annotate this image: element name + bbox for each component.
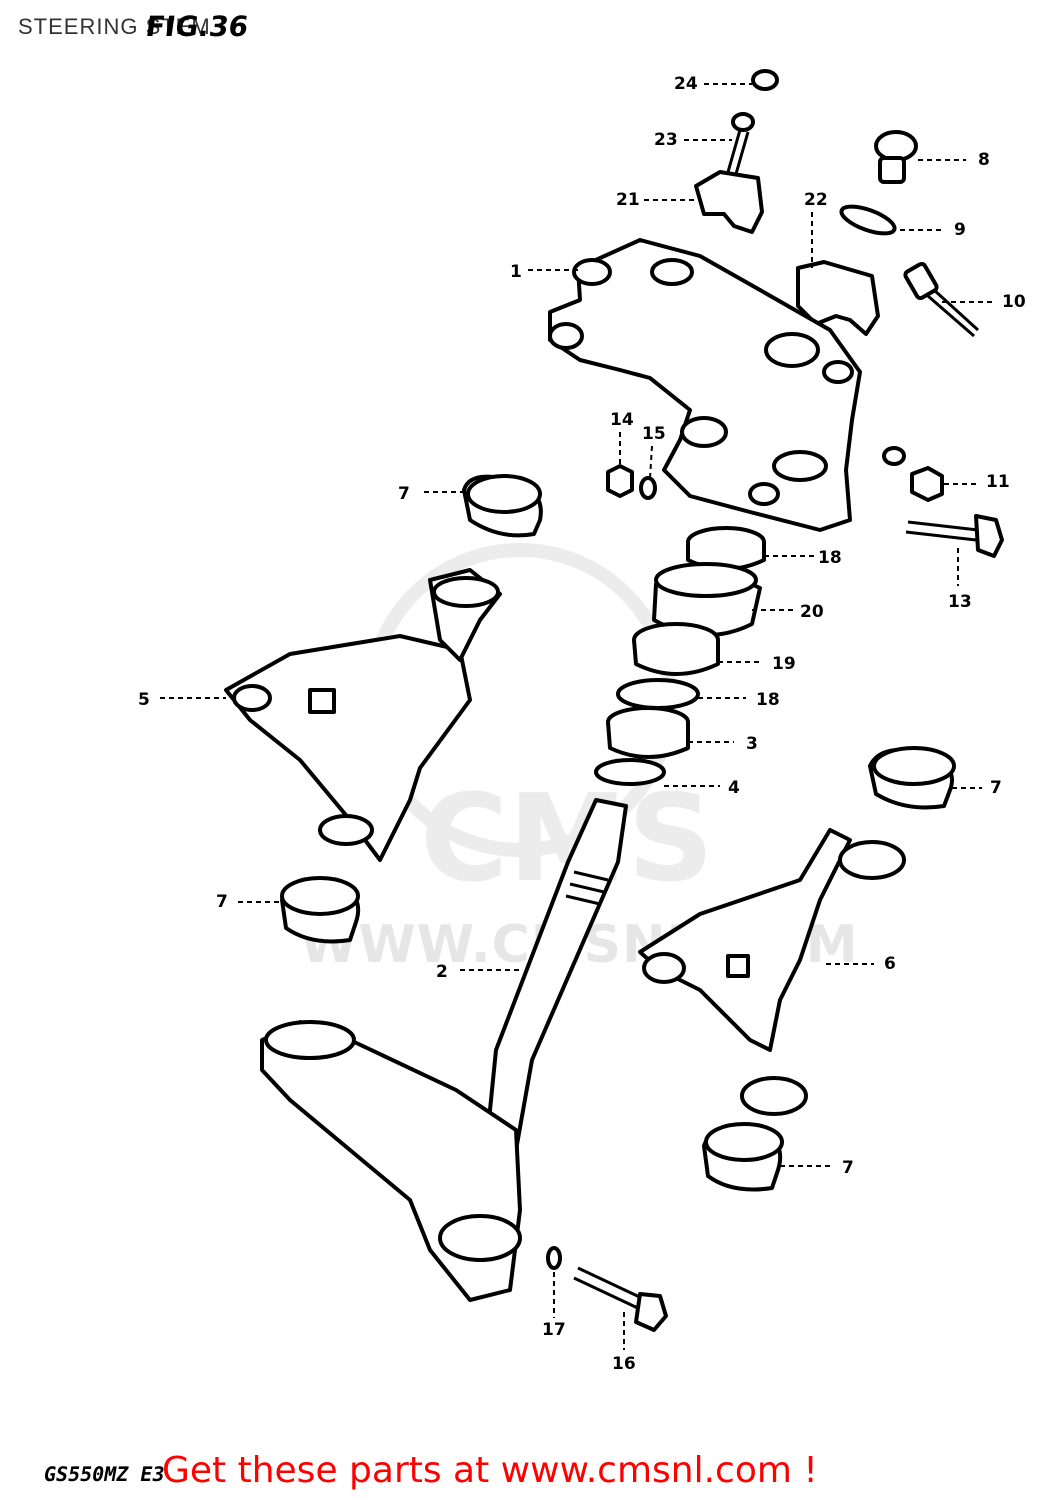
part-18-handlebar-holder-upper [694,170,764,234]
callout-7-bottom-left[interactable]: 7 [216,892,228,912]
callout-13[interactable]: 13 [948,592,972,612]
callout-2[interactable]: 2 [436,962,448,982]
callout-5[interactable]: 5 [138,690,150,710]
callout-24[interactable]: 20 [800,602,824,622]
callout-10[interactable]: 10 [1002,292,1026,312]
part-12-washer [882,446,906,466]
callout-7-right[interactable]: 7 [990,778,1002,798]
part-7-grommet-top-left [462,474,543,538]
callout-7-bottom-right[interactable]: 7 [842,1158,854,1178]
part-14-nut [606,464,634,498]
part-1-steering-stem-upper-bracket [548,238,862,532]
part-16-bolt [573,1266,668,1332]
part-17-washer [546,1246,562,1270]
model-code: GS550MZ E3 [41,1462,167,1486]
callout-18-lower[interactable]: 22 [804,190,828,210]
figure-number: FIG.36 [143,10,251,43]
callout-15[interactable]: 15 [642,424,666,444]
part-13-pinch-bolt [905,514,1004,558]
part-5-headlight-bracket-left [224,568,502,862]
part-11-nut [910,466,944,502]
part-9-washer [839,204,897,236]
leader-lines [160,83,994,1350]
callout-16[interactable]: 16 [612,1354,636,1374]
callout-21[interactable]: 18 [818,548,842,568]
part-4-race [594,758,666,786]
callout-23[interactable]: 19 [772,654,796,674]
callout-11[interactable]: 11 [986,472,1010,492]
part-7-grommet-bottom-left [280,876,361,944]
callout-4[interactable]: 4 [728,778,740,798]
part-7-grommet-bottom-right [702,1122,784,1192]
callout-7-top-left[interactable]: 7 [398,484,410,504]
callout-3[interactable]: 3 [746,734,758,754]
callout-19[interactable]: 23 [654,130,678,150]
part-23-bearing-race [632,622,720,676]
part-2-steering-stem [260,798,628,1302]
page-title: STEERING STEM [18,14,211,39]
part-6-headlight-bracket-right [638,828,906,1116]
callout-18-upper[interactable]: 21 [616,190,640,210]
part-3-bearing [606,706,690,759]
callout-9[interactable]: 9 [954,220,966,240]
part-8-cap-bolt [874,130,918,184]
part-10-bolt [903,261,980,338]
promo-link[interactable]: Get these parts at www.cmsnl.com ! [162,1450,818,1491]
part-19-bolt [726,112,755,175]
part-7-grommet-right [868,746,956,810]
part-24-cover [652,562,762,638]
callout-1[interactable]: 1 [510,262,522,282]
callout-6[interactable]: 6 [884,954,896,974]
callout-8[interactable]: 8 [978,150,990,170]
callout-14[interactable]: 14 [610,410,634,430]
part-20-plug [751,69,779,91]
callout-22[interactable]: 18 [756,690,780,710]
callout-20[interactable]: 24 [674,74,698,94]
part-22-bearing [616,678,700,710]
callout-17[interactable]: 17 [542,1320,566,1340]
part-15-washer [639,476,657,500]
